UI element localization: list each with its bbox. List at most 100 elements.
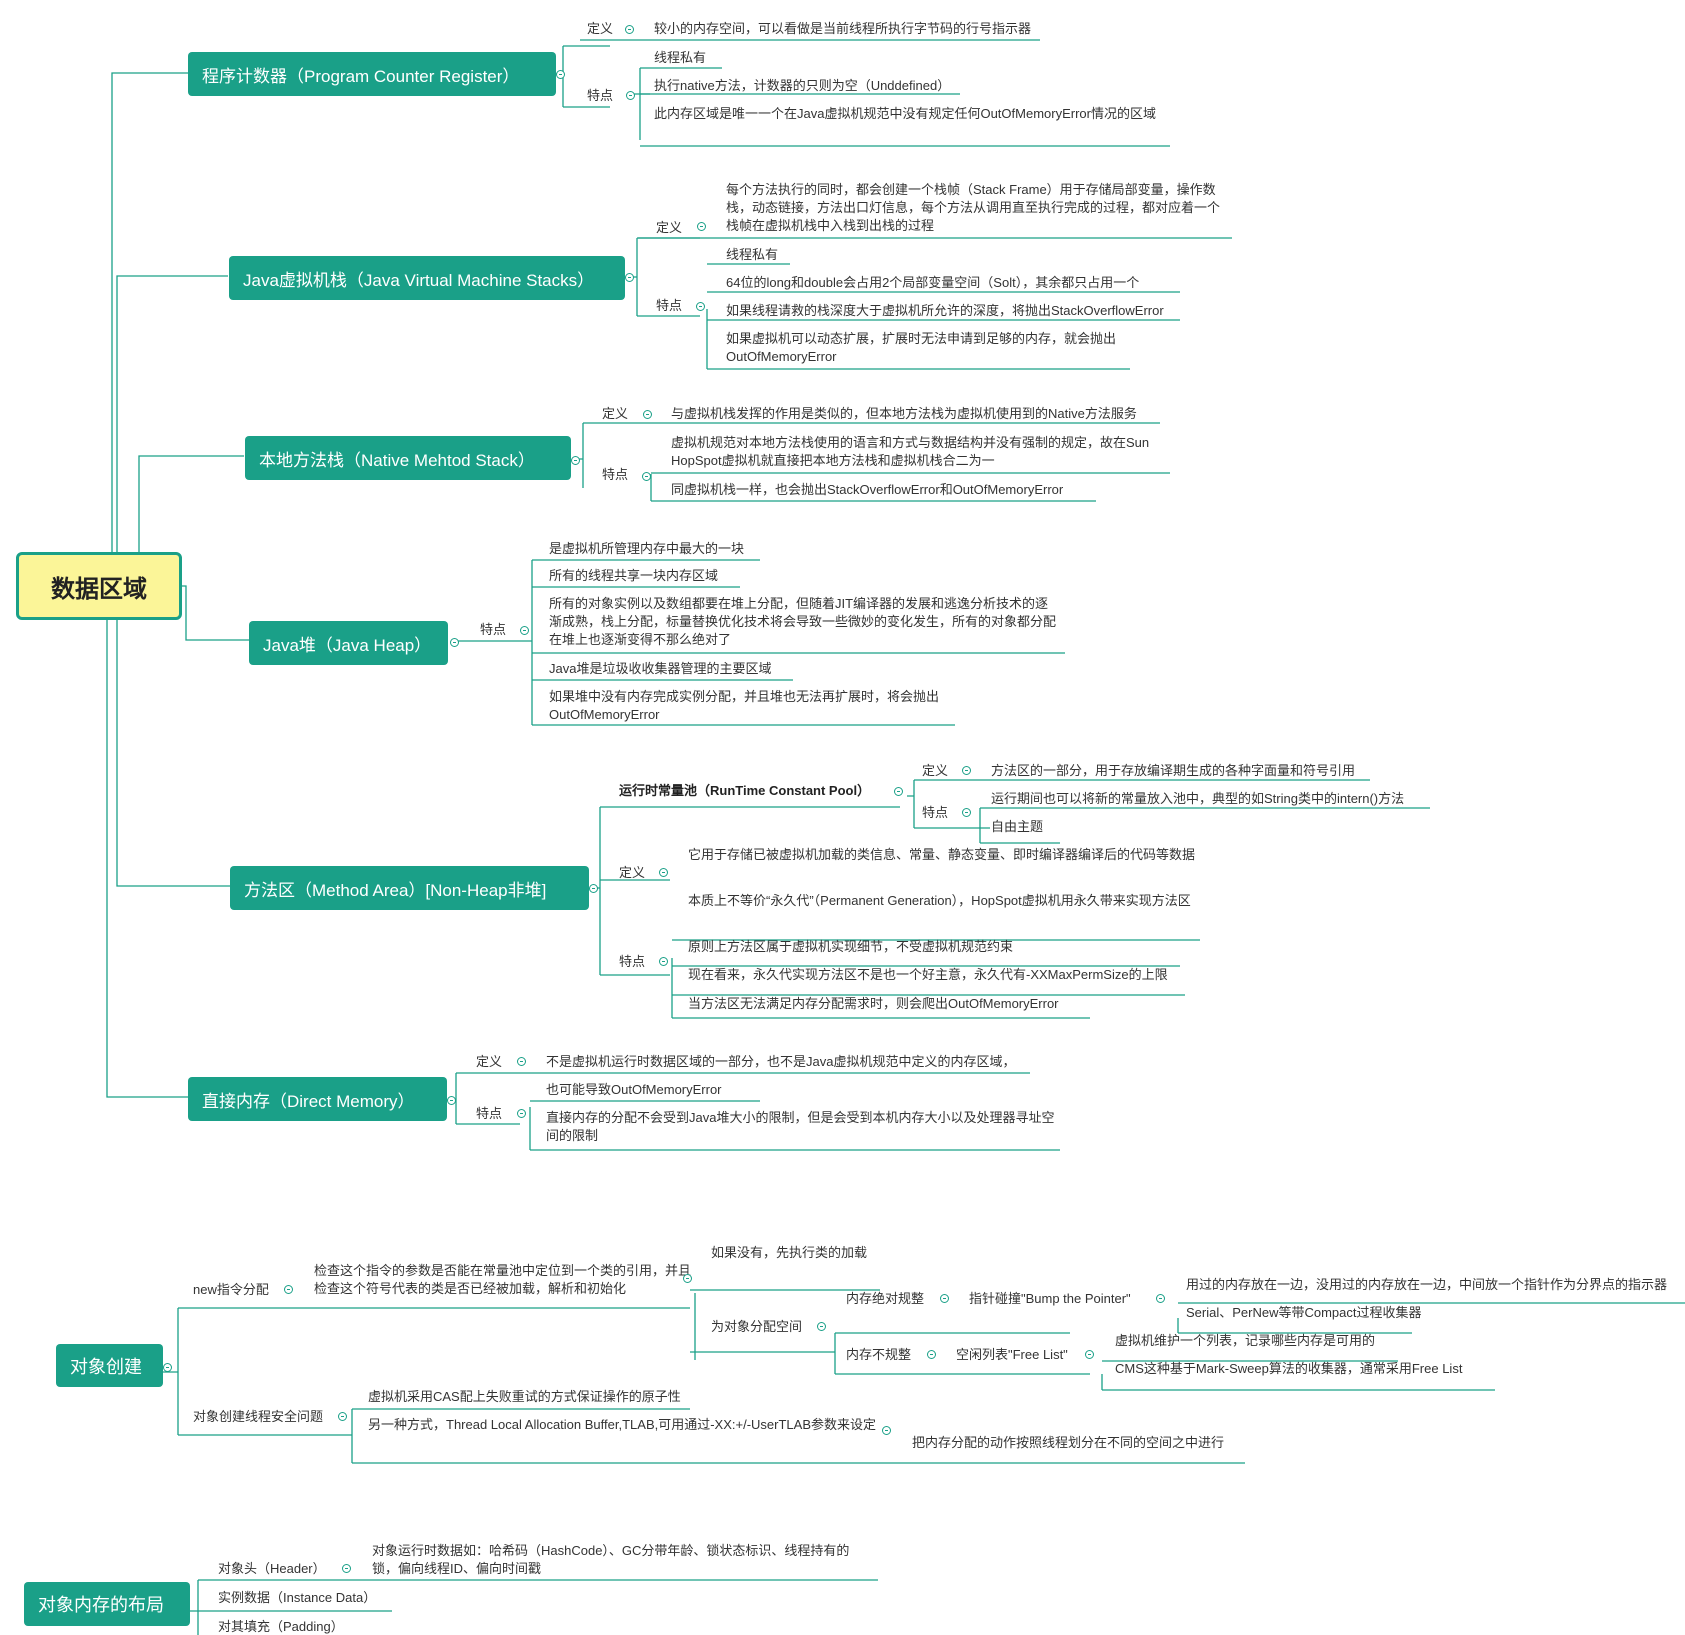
collapse-toggle-icon[interactable] — [625, 25, 634, 34]
collapse-toggle-icon[interactable] — [962, 808, 971, 817]
ma-feat-4: 当方法区无法满足内存分配需求时，则会爬出OutOfMemoryError — [688, 996, 1059, 1011]
oc-cas: 虚拟机采用CAS配上失败重试的方式保证操作的原子性 — [368, 1389, 681, 1404]
collapse-toggle-icon[interactable] — [962, 766, 971, 775]
rcp-def-key: 定义 — [922, 763, 949, 778]
dm-feat-2: 直接内存的分配不会受到Java堆大小的限制，但是会受到本机内存大小以及处理器寻址… — [546, 1110, 1055, 1143]
collapse-toggle-icon[interactable] — [447, 1096, 456, 1105]
rcp-feat-2: 自由主题 — [991, 819, 1044, 834]
topic-jvm-stacks[interactable]: Java虚拟机栈（Java Virtual Machine Stacks） — [229, 256, 625, 300]
heap-feat-key: 特点 — [480, 622, 507, 637]
ma-feat-1: 本质上不等价“永久代”（Permanent Generation），HopSpo… — [688, 893, 1191, 908]
topic-program-counter-label: 程序计数器（Program Counter Register） — [202, 66, 520, 86]
ma-feat-key: 特点 — [619, 954, 646, 969]
rcp-label: 运行时常量池（RunTime Constant Pool） — [619, 783, 871, 798]
collapse-toggle-icon[interactable] — [520, 626, 529, 635]
dm-def-key: 定义 — [476, 1054, 503, 1069]
collapse-toggle-icon[interactable] — [163, 1363, 172, 1372]
ol-header: 对象头（Header） — [218, 1561, 326, 1576]
dm-def: 不是虚拟机运行时数据区域的一部分，也不是Java虚拟机规范中定义的内存区域， — [546, 1054, 1016, 1069]
pc-feat-1: 线程私有 — [654, 50, 707, 65]
heap-feat-4: Java堆是垃圾收收集器管理的主要区域 — [549, 661, 772, 676]
pc-def-key: 定义 — [587, 21, 614, 36]
topic-method-area[interactable]: 方法区（Method Area）[Non-Heap非堆] — [230, 866, 589, 910]
collapse-toggle-icon[interactable] — [894, 787, 903, 796]
oc-tlab-desc: 把内存分配的动作按照线程划分在不同的空间之中进行 — [912, 1435, 1225, 1450]
jvms-feat-2: 64位的long和double会占用2个局部变量空间（Solt），其余都只占用一… — [726, 275, 1140, 290]
nms-def: 与虚拟机栈发挥的作用是类似的，但本地方法栈为虚拟机使用到的Native方法服务 — [671, 406, 1137, 421]
nms-feat-2: 同虚拟机栈一样，也会抛出StackOverflowError和OutOfMemo… — [671, 482, 1064, 497]
oc-bump-desc: 用过的内存放在一边，没用过的内存放在一边，中间放一个指针作为分界点的指示器 — [1186, 1277, 1668, 1292]
oc-safe-label: 对象创建线程安全问题 — [193, 1409, 324, 1424]
jvms-feat-1: 线程私有 — [726, 247, 779, 262]
collapse-toggle-icon[interactable] — [697, 222, 706, 231]
collapse-toggle-icon[interactable] — [626, 91, 635, 100]
topic-native-method-stack-label: 本地方法栈（Native Mehtod Stack） — [259, 450, 535, 470]
rcp-feat-key: 特点 — [922, 805, 949, 820]
oc-alloc: 为对象分配空间 — [711, 1319, 803, 1334]
root-label: 数据区域 — [51, 575, 147, 603]
topic-program-counter[interactable]: 程序计数器（Program Counter Register） — [188, 52, 556, 96]
collapse-toggle-icon[interactable] — [342, 1564, 351, 1573]
ol-instance: 实例数据（Instance Data） — [218, 1590, 377, 1605]
heap-feat-3: 所有的对象实例以及数组都要在堆上分配，但随着JIT编译器的发展和逃逸分析技术的逐… — [549, 596, 1057, 647]
oc-tlab: 另一种方式，Thread Local Allocation Buffer,TLA… — [368, 1417, 876, 1432]
collapse-toggle-icon[interactable] — [517, 1109, 526, 1118]
oc-new-label: new指令分配 — [193, 1282, 269, 1297]
rcp-def: 方法区的一部分，用于存放编译期生成的各种字面量和符号引用 — [991, 763, 1356, 778]
collapse-toggle-icon[interactable] — [659, 868, 668, 877]
topic-native-method-stack[interactable]: 本地方法栈（Native Mehtod Stack） — [245, 436, 571, 480]
jvms-feat-4: 如果虚拟机可以动态扩展，扩展时无法申请到足够的内存，就会抛出OutOfMemor… — [726, 331, 1117, 364]
collapse-toggle-icon[interactable] — [882, 1426, 891, 1435]
collapse-toggle-icon[interactable] — [517, 1057, 526, 1066]
ma-def: 它用于存储已被虚拟机加载的类信息、常量、静态变量、即时编译器编译后的代码等数据 — [688, 847, 1196, 862]
pc-feat-key: 特点 — [587, 88, 614, 103]
collapse-toggle-icon[interactable] — [927, 1350, 936, 1359]
ma-feat-2: 原则上方法区属于虚拟机实现细节，不受虚拟机规范约束 — [688, 939, 1014, 954]
collapse-toggle-icon[interactable] — [1156, 1294, 1165, 1303]
oc-irreg: 内存不规整 — [846, 1347, 912, 1362]
oc-check: 检查这个指令的参数是否能在常量池中定位到一个类的引用，并且检查这个符号代表的类是… — [314, 1263, 692, 1296]
jvms-feat-key: 特点 — [656, 298, 683, 313]
nms-def-key: 定义 — [602, 406, 629, 421]
heap-feat-5: 如果堆中没有内存完成实例分配，并且堆也无法再扩展时，将会抛出OutOfMemor… — [549, 689, 940, 722]
jvms-def-key: 定义 — [656, 220, 683, 235]
topic-object-creation[interactable]: 对象创建 — [56, 1344, 163, 1387]
collapse-toggle-icon[interactable] — [284, 1285, 293, 1294]
nms-feat-1: 虚拟机规范对本地方法栈使用的语言和方式与数据结构并没有强制的规定，故在Sun H… — [671, 435, 1150, 468]
collapse-toggle-icon[interactable] — [338, 1412, 347, 1421]
topic-direct-memory-label: 直接内存（Direct Memory） — [202, 1091, 415, 1111]
collapse-toggle-icon[interactable] — [696, 302, 705, 311]
topic-java-heap[interactable]: Java堆（Java Heap） — [249, 621, 448, 665]
heap-feat-2: 所有的线程共享一块内存区域 — [549, 568, 719, 583]
collapse-toggle-icon[interactable] — [683, 1274, 692, 1283]
collapse-toggle-icon[interactable] — [589, 884, 598, 893]
collapse-toggle-icon[interactable] — [571, 456, 580, 465]
collapse-toggle-icon[interactable] — [659, 957, 668, 966]
collapse-toggle-icon[interactable] — [643, 410, 652, 419]
dm-feat-1: 也可能导致OutOfMemoryError — [546, 1082, 722, 1097]
topic-object-creation-label: 对象创建 — [70, 1356, 142, 1377]
collapse-toggle-icon[interactable] — [817, 1322, 826, 1331]
ma-feat-3: 现在看来，永久代实现方法区不是也一个好主意，永久代有-XXMaxPermSize… — [688, 967, 1168, 982]
dm-feat-key: 特点 — [476, 1106, 503, 1121]
collapse-toggle-icon[interactable] — [625, 273, 634, 282]
topic-direct-memory[interactable]: 直接内存（Direct Memory） — [188, 1077, 447, 1121]
root-topic[interactable]: 数据区域 — [16, 552, 182, 620]
collapse-toggle-icon[interactable] — [556, 70, 565, 79]
topic-method-area-label: 方法区（Method Area）[Non-Heap非堆] — [244, 880, 547, 900]
pc-def: 较小的内存空间，可以看做是当前线程所执行字节码的行号指示器 — [654, 21, 1032, 36]
oc-bump-gc: Serial、PerNew等带Compact过程收集器 — [1186, 1305, 1422, 1320]
jvms-feat-3: 如果线程请救的栈深度大于虚拟机所允许的深度，将抛出StackOverflowEr… — [726, 303, 1164, 318]
oc-ifnot: 如果没有，先执行类的加载 — [711, 1245, 868, 1260]
oc-free: 空闲列表"Free List" — [956, 1347, 1068, 1362]
collapse-toggle-icon[interactable] — [1085, 1350, 1094, 1359]
rcp-feat-1: 运行期间也可以将新的常量放入池中，典型的如String类中的intern()方法 — [991, 791, 1405, 806]
collapse-toggle-icon[interactable] — [940, 1294, 949, 1303]
jvms-def: 每个方法执行的同时，都会创建一个栈帧（Stack Frame）用于存储局部变量，… — [726, 182, 1221, 233]
ma-def-key: 定义 — [619, 865, 646, 880]
collapse-toggle-icon[interactable] — [450, 638, 459, 647]
collapse-toggle-icon[interactable] — [642, 472, 651, 481]
ol-padding: 对其填充（Padding） — [218, 1619, 344, 1634]
topic-object-layout[interactable]: 对象内存的布局 — [24, 1582, 190, 1626]
